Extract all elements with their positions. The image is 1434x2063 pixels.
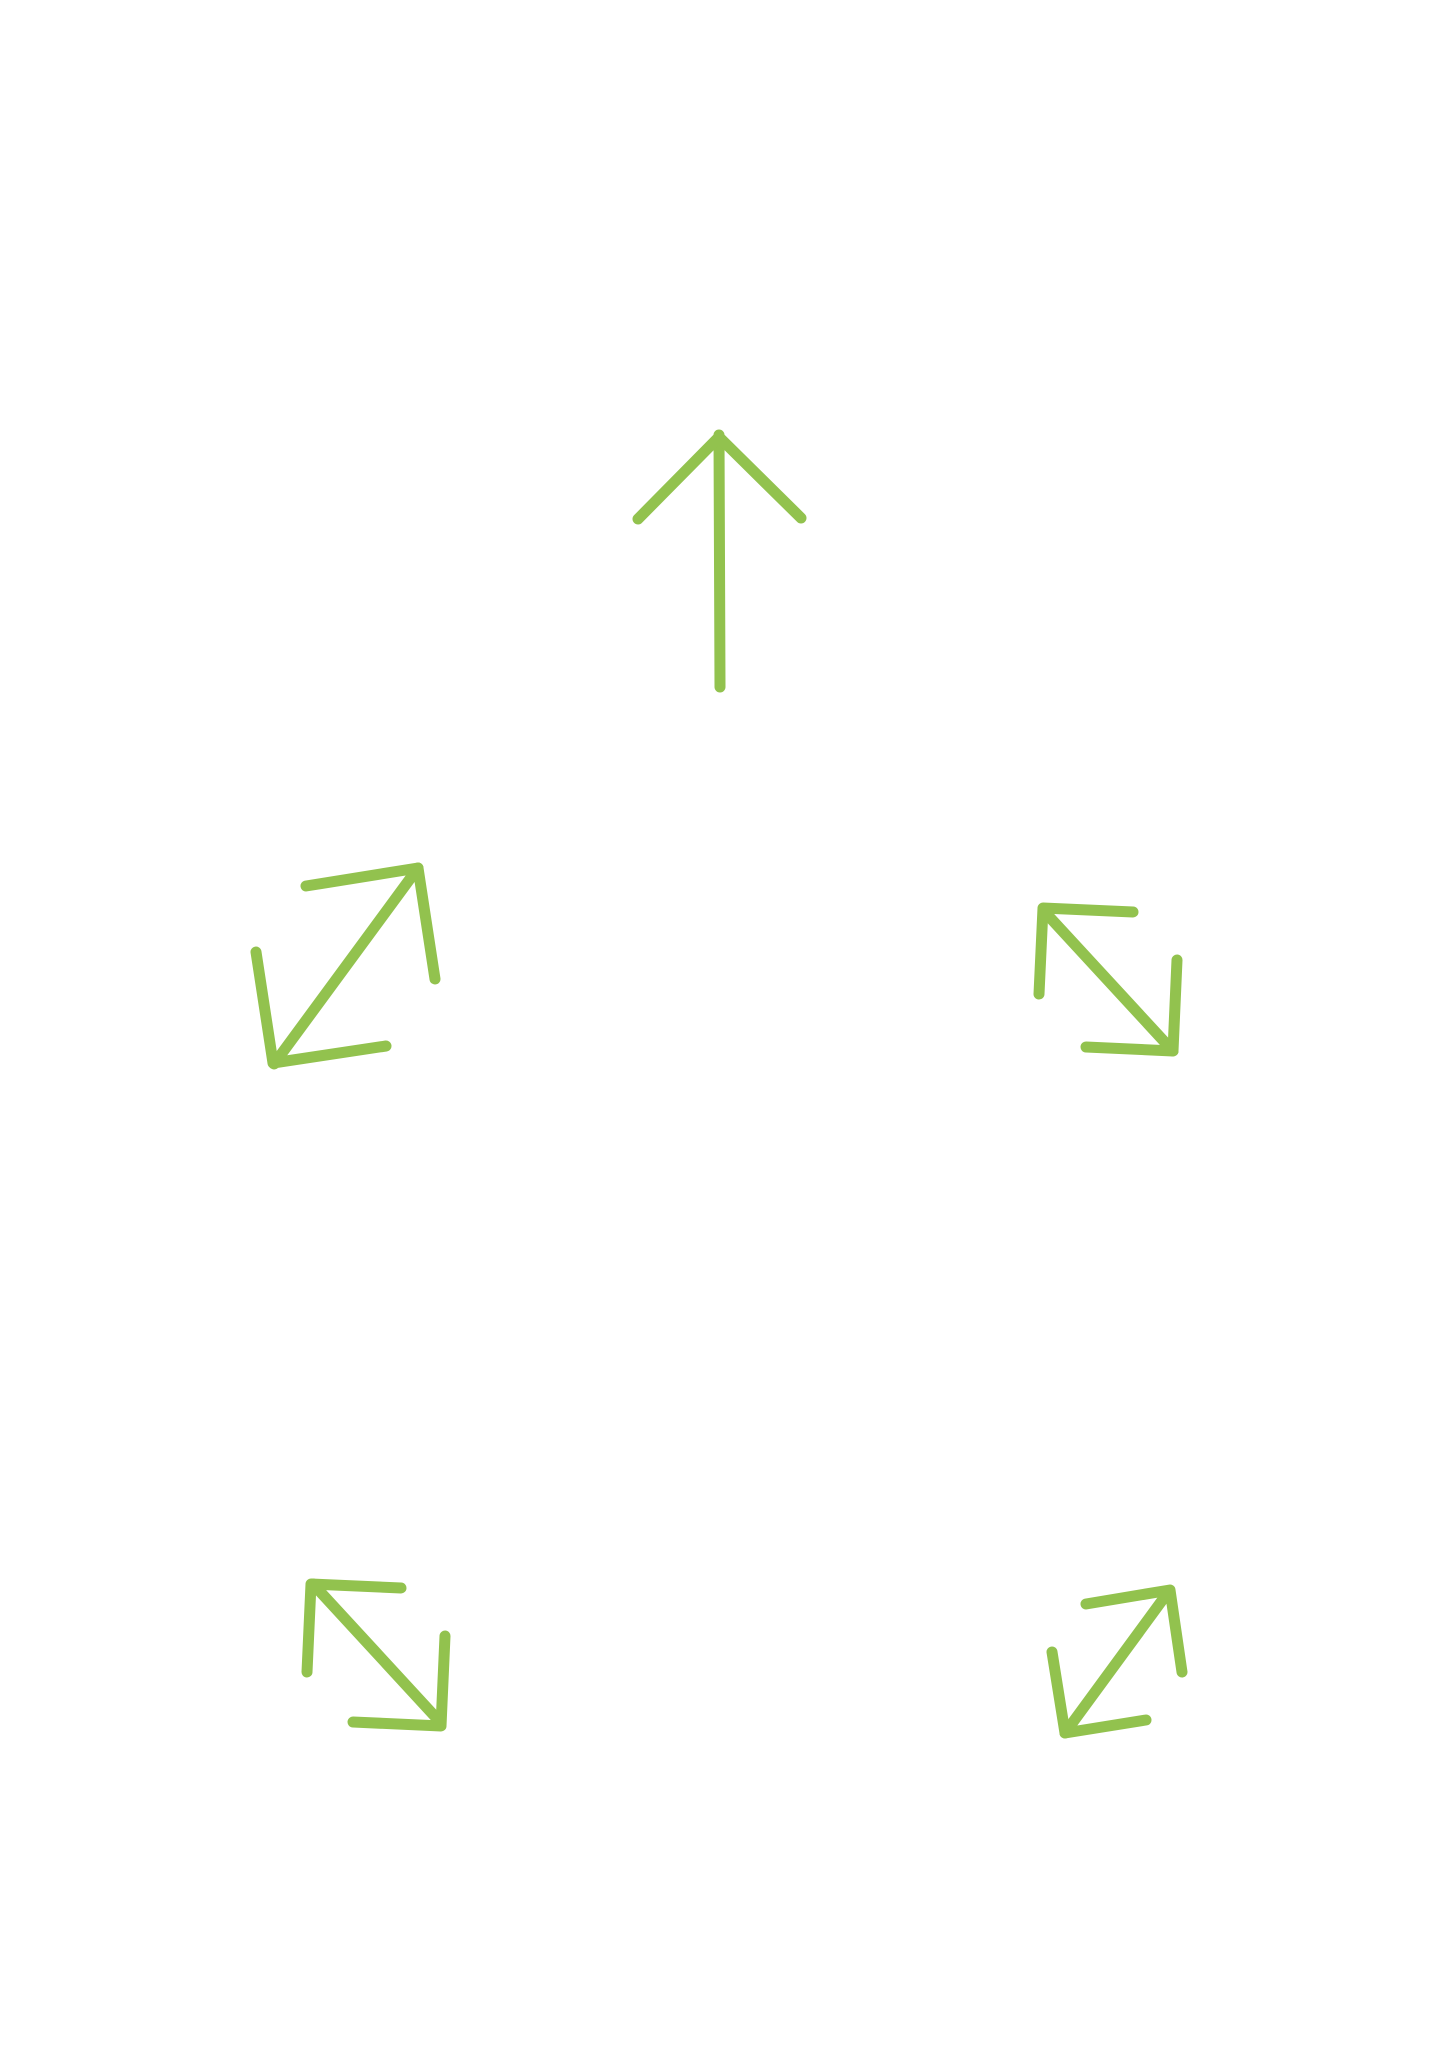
resize-diagonal-icon [301, 1578, 451, 1732]
arrow-up-icon [632, 429, 807, 693]
resize-diagonal-icon [1033, 902, 1183, 1057]
resize-diagonal-icon [1046, 1584, 1188, 1739]
resize-diagonal-icon [250, 862, 441, 1070]
